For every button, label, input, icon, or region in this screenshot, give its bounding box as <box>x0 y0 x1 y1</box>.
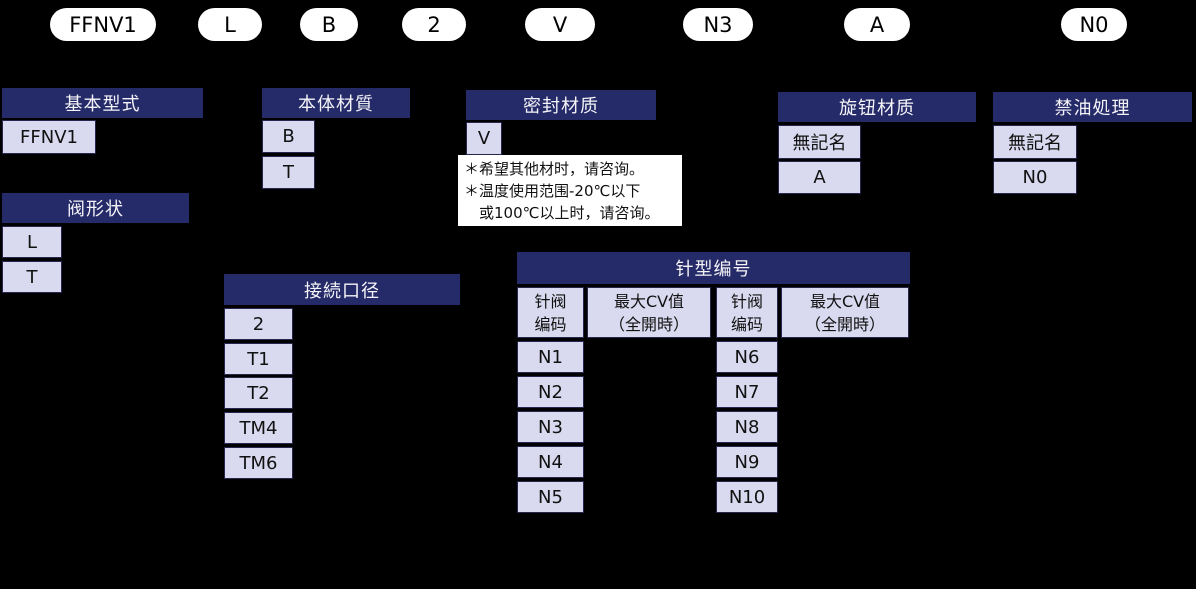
seal-material-option: V <box>466 122 502 155</box>
column-header-line: 编码 <box>730 314 763 334</box>
column-header-line: （全開時） <box>608 314 689 334</box>
code-pill-n0: N0 <box>1061 8 1127 41</box>
valve-shape-header: 阀形状 <box>2 193 189 223</box>
valve-shape-option: T <box>2 261 62 293</box>
needle-code-option: N3 <box>517 411 584 443</box>
column-header-line: 编码 <box>534 314 567 334</box>
needle-code-option: N4 <box>517 446 584 478</box>
needle-code-option: N6 <box>716 341 778 373</box>
seal-material-note: ＊希望其他材时，请咨询。 ＊温度使用范围-20℃以下 或100℃以上时，请咨询。 <box>458 155 682 226</box>
knob-material-option: 無記名 <box>778 125 861 159</box>
column-header-line: 最大CV值 <box>613 291 685 311</box>
connection-size-option: TM6 <box>224 447 293 479</box>
needle-code-option: N8 <box>716 411 778 443</box>
needle-code-option: N10 <box>716 481 778 513</box>
needle-number-header: 针型编号 <box>517 252 910 284</box>
knob-material-header: 旋钮材质 <box>778 92 976 122</box>
basic-type-header: 基本型式 <box>2 88 203 118</box>
column-header-line: 针阀 <box>730 291 763 311</box>
connection-size-option: T2 <box>224 377 293 409</box>
needle-code-option: N9 <box>716 446 778 478</box>
code-pill-l: L <box>198 8 262 41</box>
connection-size-option: TM4 <box>224 412 293 444</box>
note-line: ＊希望其他材时，请咨询。 <box>464 160 645 178</box>
max-cv-column-header: 最大CV值 （全開時） <box>587 287 711 338</box>
column-header-line: （全開時） <box>804 314 885 334</box>
needle-code-column-header: 针阀编码 <box>716 287 778 338</box>
code-pill-n3: N3 <box>683 8 753 41</box>
note-line: 或100℃以上时，请咨询。 <box>464 204 660 222</box>
knob-material-option: A <box>778 161 861 194</box>
max-cv-column-header: 最大CV值 （全開時） <box>781 287 909 338</box>
valve-shape-option: L <box>2 226 62 258</box>
code-pill-b: B <box>300 8 358 41</box>
needle-code-option: N2 <box>517 376 584 408</box>
basic-type-option: FFNV1 <box>2 120 96 154</box>
note-line: ＊温度使用范围-20℃以下 <box>464 182 641 200</box>
code-pill-2: 2 <box>402 8 466 41</box>
needle-code-option: N1 <box>517 341 584 373</box>
column-header-line: 最大CV值 <box>809 291 881 311</box>
body-material-option: B <box>262 120 315 153</box>
code-pill-v: V <box>525 8 595 41</box>
code-pill-ffnv1: FFNV1 <box>50 8 156 41</box>
body-material-header: 本体材質 <box>262 88 410 118</box>
needle-code-option: N5 <box>517 481 584 513</box>
oil-free-treatment-header: 禁油処理 <box>993 92 1192 122</box>
needle-code-column-header: 针阀编码 <box>517 287 584 338</box>
needle-code-option: N7 <box>716 376 778 408</box>
connection-size-header: 接続口径 <box>224 274 460 305</box>
oil-free-treatment-option: N0 <box>993 161 1077 194</box>
column-header-line: 针阀 <box>534 291 567 311</box>
oil-free-treatment-option: 無記名 <box>993 125 1077 159</box>
body-material-option: T <box>262 156 315 189</box>
connection-size-option: T1 <box>224 343 293 375</box>
connection-size-option: 2 <box>224 308 293 340</box>
seal-material-header: 密封材质 <box>466 90 656 120</box>
code-pill-a: A <box>844 8 910 41</box>
